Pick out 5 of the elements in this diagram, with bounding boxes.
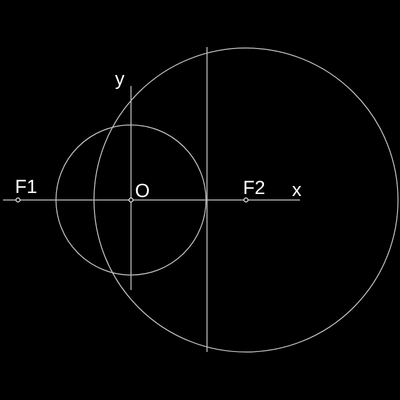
point-label: O — [135, 182, 150, 201]
point-label: F1 — [15, 178, 38, 197]
axis-label: y — [115, 70, 124, 89]
axis-label: x — [292, 181, 302, 200]
point-label: F2 — [243, 179, 266, 198]
